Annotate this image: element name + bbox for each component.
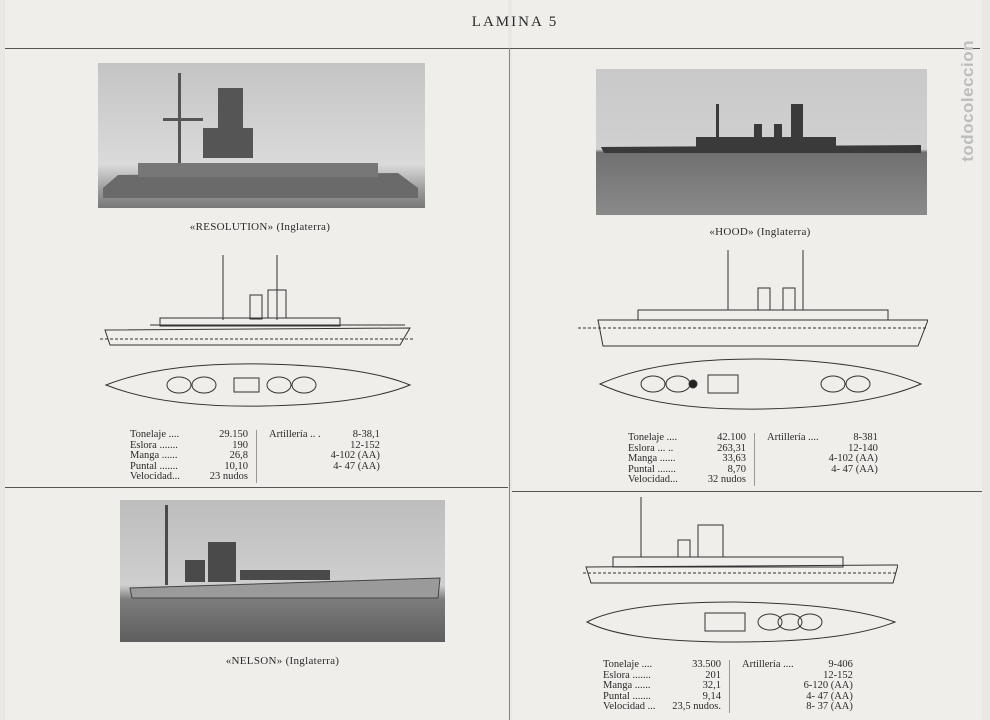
spec-label: Eslora ....... (130, 439, 178, 451)
resolution-specs: Tonelaje .... 29.150 Eslora ....... 190 Ma… (130, 429, 380, 483)
spec-row: Eslora ... .. 263,31 (628, 442, 746, 455)
spec-value: 190 (232, 439, 248, 451)
resolution-caption: «RESOLUTION» (Inglaterra) (189, 221, 331, 233)
spec-row: Puntal ....... 9,14 (603, 690, 721, 703)
artillery-value: 12-152 (350, 439, 380, 451)
resolution-photo (98, 63, 425, 208)
spec-separator (729, 660, 730, 713)
spec-separator (256, 430, 257, 483)
artillery-value: 8-381 (853, 432, 878, 443)
spec-value: 9,14 (702, 690, 721, 702)
artillery-label: Artillería .... (742, 659, 794, 670)
spec-value: 33.500 (692, 659, 721, 670)
spec-value: 23,5 nudos. (672, 701, 721, 712)
spec-label: Velocidad ... (603, 701, 656, 712)
artillery-label: Artillería .. . (269, 429, 321, 440)
spec-row: Eslora ....... 190 (130, 439, 248, 452)
spec-value: 33,63 (722, 453, 746, 464)
spec-row: Velocidad ... 23,5 nudos. (603, 701, 721, 713)
artillery-value: 4- 47 (AA) (806, 690, 853, 702)
spec-value: 29.150 (219, 429, 248, 440)
spec-label: Velocidad... (130, 471, 180, 482)
header-rule (5, 48, 980, 49)
artillery-value: 9-406 (828, 659, 853, 670)
artillery-value: 4- 47 (AA) (831, 463, 878, 475)
spec-label: Tonelaje .... (130, 429, 180, 440)
spec-value: 8,70 (727, 463, 746, 475)
artillery-value: 4- 47 (AA) (333, 460, 380, 472)
hood-side-profile (578, 248, 929, 350)
spec-row: Tonelaje .... 29.150 (130, 429, 248, 441)
section-divider-left (5, 487, 508, 488)
artillery-value: 8-38,1 (352, 429, 380, 440)
spec-value: 26,8 (229, 450, 248, 461)
spec-label: Tonelaje .... (628, 432, 678, 443)
spec-label: Manga ...... (130, 450, 178, 461)
spec-value: 32 nudos (707, 474, 746, 485)
spec-value: 42.100 (717, 432, 746, 443)
artillery-value: 12-152 (823, 669, 853, 681)
spec-label: Tonelaje .... (603, 659, 653, 670)
resolution-side-profile (100, 250, 415, 357)
nelson-photo (120, 500, 445, 642)
spec-row: Tonelaje .... 33.500 (603, 659, 721, 671)
hood-photo (596, 69, 927, 215)
spec-separator (754, 433, 755, 486)
spec-value: 23 nudos (209, 471, 248, 482)
spec-value: 201 (705, 669, 721, 681)
watermark: todocoleccion (958, 40, 977, 162)
spec-row: Velocidad... 23 nudos (130, 471, 248, 483)
hood-caption: «HOOD» (Inglaterra) (709, 226, 811, 238)
nelson-side-profile (583, 495, 899, 592)
spec-row: Manga ...... 26,8 (130, 450, 248, 462)
hood-plan-view (598, 355, 923, 413)
spec-row: Velocidad... 32 nudos (628, 474, 746, 486)
fold-line (509, 48, 510, 720)
spec-value: 10,10 (224, 460, 248, 472)
spec-row: Manga ...... 32,1 (603, 680, 721, 692)
artillery-value: 12-140 (848, 442, 878, 454)
spec-row: Puntal ....... 8,70 (628, 463, 746, 476)
hood-specs: Tonelaje ....42.100 Eslora ... ..263,31 … (628, 432, 878, 486)
artillery-value: 8- 37 (AA) (806, 701, 853, 712)
spec-value: 32,1 (702, 680, 721, 691)
spec-row: Eslora ....... 201 (603, 669, 721, 682)
plate-title: LAMINA 5 (471, 14, 559, 30)
spec-row: Manga ...... 33,63 (628, 453, 746, 465)
spec-row: Puntal ....... 10,10 (130, 460, 248, 473)
artillery-value: 4-102 (AA) (828, 453, 878, 464)
spec-label: Manga ...... (628, 453, 676, 464)
artillery-value: 6-120 (AA) (803, 680, 853, 691)
nelson-caption: «NELSON» (Inglaterra) (225, 655, 340, 667)
spec-label: Eslora ....... (603, 669, 651, 681)
nelson-plan-view (585, 598, 897, 646)
spec-value: 263,31 (717, 442, 746, 454)
spec-label: Puntal ....... (603, 690, 651, 702)
spec-row: Tonelaje .... 42.100 (628, 432, 746, 444)
resolution-plan-view (104, 360, 412, 410)
spec-label: Eslora ... .. (628, 442, 674, 454)
section-divider-right (512, 491, 982, 492)
spec-label: Puntal ....... (130, 460, 178, 472)
artillery-value: 4-102 (AA) (330, 450, 380, 461)
spec-label: Puntal ....... (628, 463, 676, 475)
spec-label: Manga ...... (603, 680, 651, 691)
artillery-label: Artillería .... (767, 432, 819, 443)
spec-label: Velocidad... (628, 474, 678, 485)
nelson-specs: Tonelaje .... 33.500 Eslora ....... 201 Ma… (603, 659, 853, 713)
